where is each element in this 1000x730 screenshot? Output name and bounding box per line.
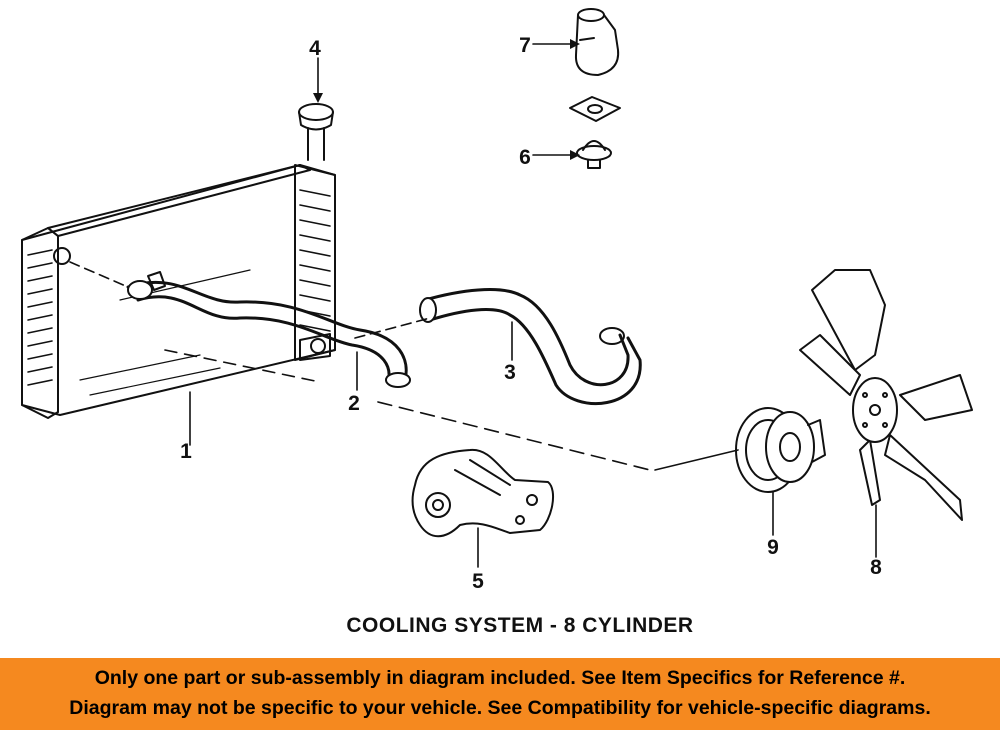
- parts-diagram: 4 7 6 1 2 3 5 9 8 COOLING SYSTEM - 8 CYL…: [21, 8, 973, 637]
- callout-3: 3: [504, 361, 516, 384]
- diagram-caption: COOLING SYSTEM - 8 CYLINDER: [346, 614, 693, 637]
- disclaimer-banner: Only one part or sub-assembly in diagram…: [0, 658, 1000, 730]
- thermostat-part: [576, 140, 612, 169]
- callout-8: 8: [870, 556, 882, 579]
- callout-5: 5: [472, 570, 484, 593]
- disclaimer-line-1: Only one part or sub-assembly in diagram…: [94, 667, 906, 689]
- callout-9: 9: [767, 536, 779, 559]
- radiator-cap-part: [298, 103, 334, 161]
- callout-1: 1: [180, 440, 192, 463]
- leader-lines: [69, 43, 877, 568]
- fan-clutch-part: [735, 407, 826, 493]
- callout-6: 6: [519, 146, 531, 169]
- thermostat-gasket-part: [569, 96, 621, 122]
- callout-4: 4: [309, 37, 321, 60]
- callout-7: 7: [519, 34, 531, 57]
- callout-2: 2: [348, 392, 360, 415]
- radiator-part: [21, 164, 336, 419]
- water-pump-part: [411, 448, 555, 538]
- lower-hose-part: [419, 288, 642, 406]
- fan-blade-part: [799, 269, 973, 521]
- water-outlet-part: [574, 8, 620, 76]
- upper-hose-part: [126, 271, 411, 388]
- disclaimer-line-2: Diagram may not be specific to your vehi…: [69, 697, 931, 719]
